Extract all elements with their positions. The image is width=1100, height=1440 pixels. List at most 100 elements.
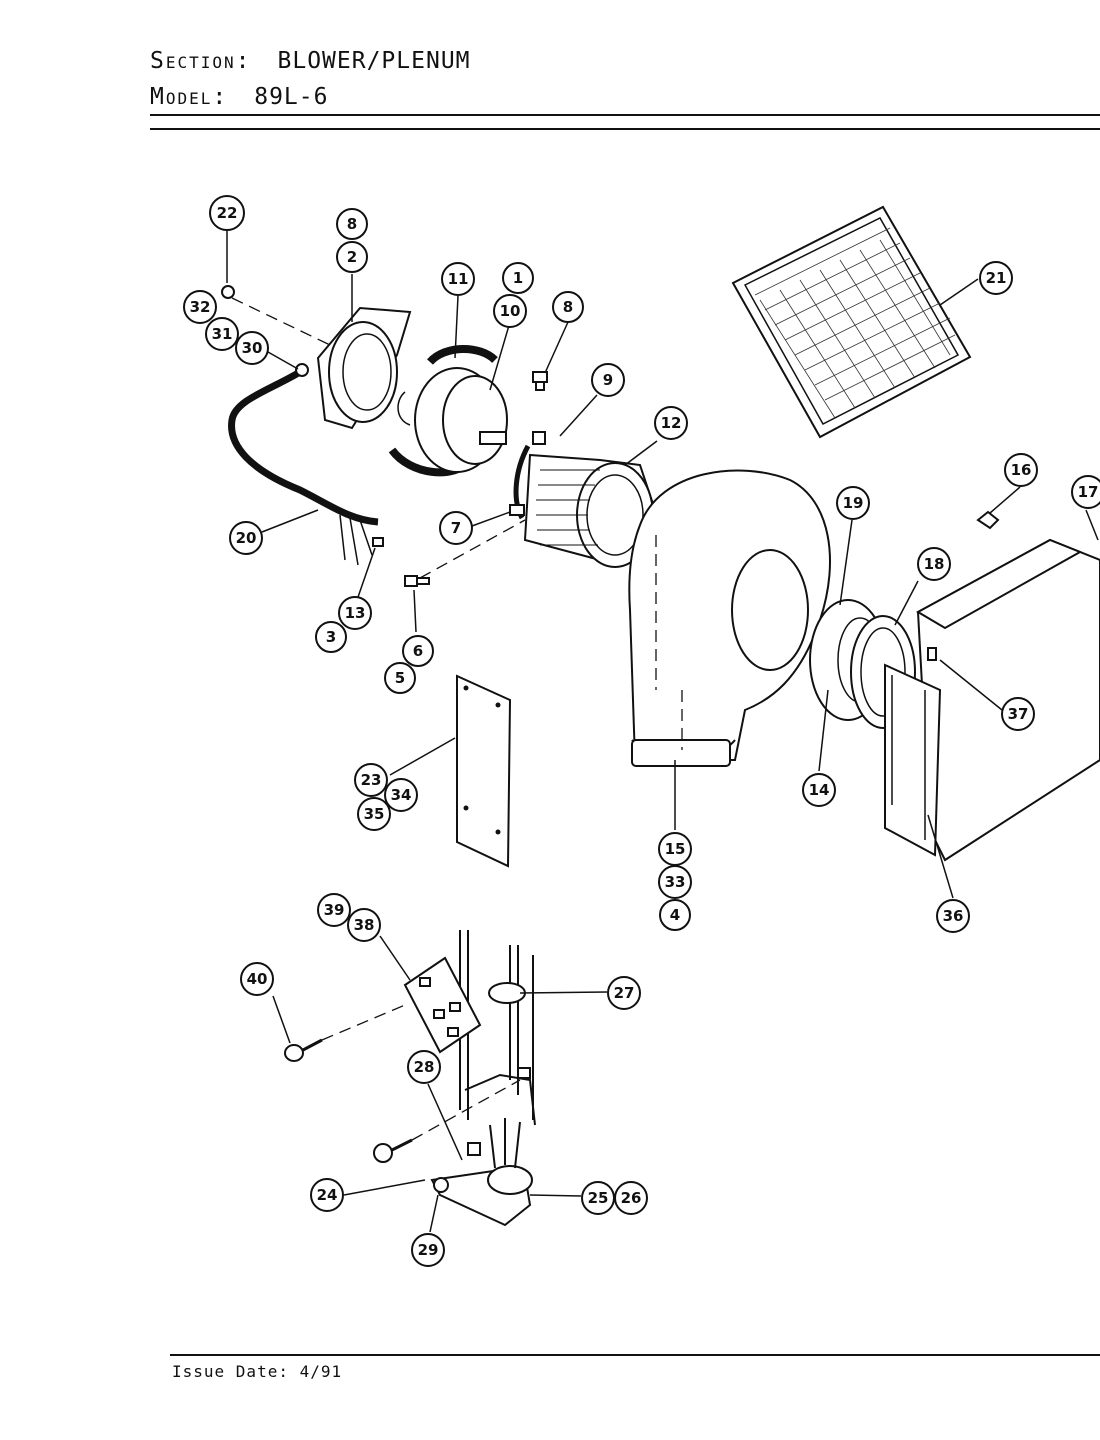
svg-text:33: 33 <box>665 873 686 891</box>
callout-27: 27 <box>607 976 641 1010</box>
svg-text:23: 23 <box>361 771 382 789</box>
callout-15: 15 <box>658 832 692 866</box>
svg-text:13: 13 <box>345 604 366 622</box>
svg-text:15: 15 <box>665 840 686 858</box>
header-rule-bottom <box>150 128 1100 130</box>
svg-text:32: 32 <box>190 298 211 316</box>
callout-24: 24 <box>310 1178 344 1212</box>
svg-text:25: 25 <box>588 1189 609 1207</box>
svg-text:22: 22 <box>217 204 238 222</box>
nut-22 <box>221 285 235 299</box>
svg-text:5: 5 <box>395 669 405 687</box>
svg-text:4: 4 <box>670 906 680 924</box>
terminal-block <box>403 956 482 1054</box>
svg-text:2: 2 <box>347 248 357 266</box>
svg-text:19: 19 <box>843 494 864 512</box>
callout-8-top: 8 <box>336 208 368 240</box>
svg-text:37: 37 <box>1008 705 1029 723</box>
svg-text:31: 31 <box>212 325 233 343</box>
callout-40: 40 <box>240 962 274 996</box>
callout-33: 33 <box>658 865 692 899</box>
svg-text:38: 38 <box>354 916 375 934</box>
cover-plate <box>456 674 512 868</box>
model-line: Model:89L-6 <box>150 84 328 110</box>
grommet <box>488 982 526 1004</box>
callout-30: 30 <box>235 331 269 365</box>
motor-nut <box>532 371 548 391</box>
svg-text:36: 36 <box>943 907 964 925</box>
blower-housing <box>628 469 831 767</box>
svg-text:39: 39 <box>324 901 345 919</box>
svg-text:34: 34 <box>391 786 412 804</box>
callout-8-right: 8 <box>552 291 584 323</box>
leader-lines <box>226 231 1099 1233</box>
svg-text:27: 27 <box>614 984 635 1002</box>
svg-text:3: 3 <box>326 628 336 646</box>
callout-26: 26 <box>614 1181 648 1215</box>
callout-28: 28 <box>407 1050 441 1084</box>
svg-text:35: 35 <box>364 805 385 823</box>
callout-6: 6 <box>402 635 434 667</box>
callout-36: 36 <box>936 899 970 933</box>
svg-text:40: 40 <box>247 970 268 988</box>
callout-31: 31 <box>205 317 239 351</box>
model-value: 89L-6 <box>254 84 329 110</box>
filter-grille <box>731 205 972 439</box>
svg-text:10: 10 <box>500 302 521 320</box>
svg-text:7: 7 <box>451 519 461 537</box>
callout-12: 12 <box>654 406 688 440</box>
section-key: Section: <box>150 48 252 74</box>
svg-text:24: 24 <box>317 1186 338 1204</box>
svg-text:1: 1 <box>513 269 523 287</box>
assembly-lines <box>231 297 526 1141</box>
svg-text:29: 29 <box>418 1241 439 1259</box>
screw-6 <box>404 575 430 587</box>
callout-1: 1 <box>502 262 534 294</box>
callout-10: 10 <box>493 294 527 328</box>
svg-text:6: 6 <box>413 642 423 660</box>
callout-13: 13 <box>338 596 372 630</box>
wire-harness <box>228 363 384 566</box>
blower-wheel <box>509 431 657 568</box>
screw-40 <box>284 1038 323 1062</box>
svg-text:28: 28 <box>414 1058 435 1076</box>
section-value: BLOWER/PLENUM <box>277 48 471 74</box>
callout-17: 17 <box>1071 475 1100 509</box>
svg-text:26: 26 <box>621 1189 642 1207</box>
issue-date: Issue Date: 4/91 <box>172 1362 343 1381</box>
callout-25: 25 <box>581 1181 615 1215</box>
svg-text:14: 14 <box>809 781 830 799</box>
callout-7: 7 <box>439 511 473 545</box>
svg-text:20: 20 <box>236 529 257 547</box>
svg-text:18: 18 <box>924 555 945 573</box>
blower-motor <box>388 345 508 477</box>
callout-18: 18 <box>917 547 951 581</box>
svg-text:8: 8 <box>563 298 573 316</box>
callout-11: 11 <box>441 262 475 296</box>
section-line: Section: BLOWER/PLENUM <box>150 48 471 74</box>
callout-38: 38 <box>347 908 381 942</box>
callout-32: 32 <box>183 290 217 324</box>
svg-text:30: 30 <box>242 339 263 357</box>
callout-19: 19 <box>836 486 870 520</box>
callout-3: 3 <box>315 621 347 653</box>
thermostat-assembly <box>430 1118 533 1227</box>
callout-37: 37 <box>1001 697 1035 731</box>
svg-text:17: 17 <box>1078 483 1099 501</box>
callout-5: 5 <box>384 662 416 694</box>
motor-mount-plate <box>316 306 412 430</box>
callout-2: 2 <box>336 241 368 273</box>
callout-22: 22 <box>209 195 245 231</box>
svg-text:21: 21 <box>986 269 1007 287</box>
header-rule-top <box>150 114 1100 116</box>
screw-lower <box>373 1138 413 1163</box>
svg-text:11: 11 <box>448 270 469 288</box>
plenum-box <box>884 538 1100 862</box>
svg-text:8: 8 <box>347 215 357 233</box>
callout-39: 39 <box>317 893 351 927</box>
svg-text:9: 9 <box>603 371 613 389</box>
footer-rule <box>170 1354 1100 1356</box>
callout-35: 35 <box>357 797 391 831</box>
callout-21: 21 <box>979 261 1013 295</box>
